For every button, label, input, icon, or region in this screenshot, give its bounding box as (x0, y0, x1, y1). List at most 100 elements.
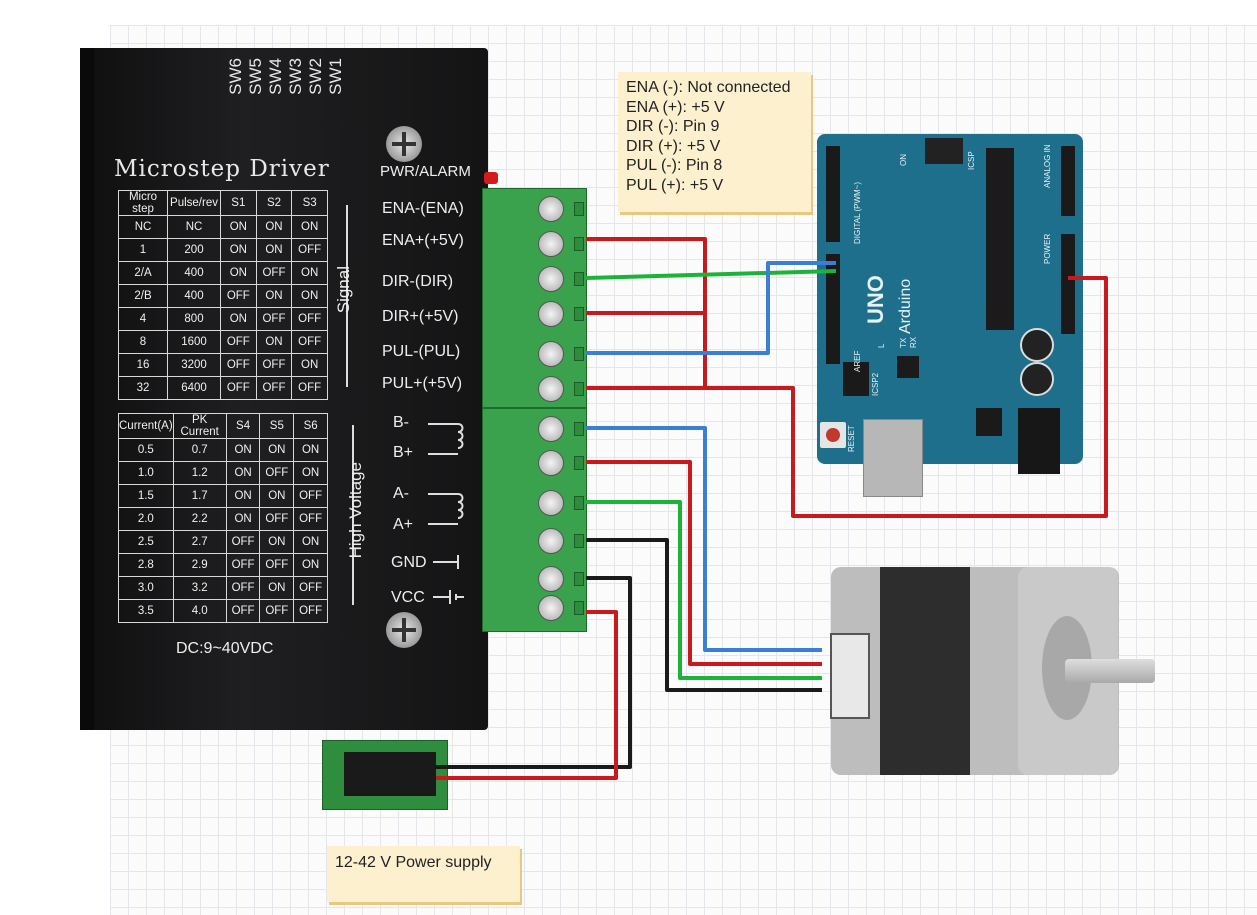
terminal-screw-icon[interactable] (538, 266, 564, 292)
table-cell: ON (293, 438, 328, 462)
table-cell: ON (255, 330, 293, 354)
table-cell: ON (225, 438, 261, 462)
dc-jack-arduino[interactable] (1018, 408, 1060, 474)
power-jack-barrel[interactable] (344, 752, 436, 796)
table-cell: 4.0 (172, 599, 227, 623)
table-cell: OFF (259, 599, 295, 623)
pin-label-ena-minus: ENA-(ENA) (382, 200, 464, 217)
table-cell: 200 (167, 238, 221, 262)
terminal-screw-icon[interactable] (538, 231, 564, 257)
terminal-slot (574, 202, 584, 216)
pin-label-pul-plus: PUL+(+5V) (382, 375, 463, 392)
power-note: 12-42 V Power supply (327, 846, 520, 902)
table-cell: 0.7 (172, 438, 227, 462)
table-cell: 2.5 (118, 530, 174, 554)
dc-range-label: DC:9~40VDC (176, 640, 274, 657)
wire-gnd (436, 576, 632, 769)
arduino-uno-board: UNO Arduino DIGITAL (PWM~) ANALOG IN POW… (817, 134, 1083, 464)
analog-header (1061, 146, 1075, 216)
table-cell: ON (259, 438, 295, 462)
table-cell: 1.5 (118, 484, 174, 508)
motor-stator (880, 567, 970, 775)
pin-label-gnd: GND (391, 554, 427, 571)
pwr-alarm-label: PWR/ALARM (380, 163, 471, 180)
table-cell: ON (291, 353, 328, 377)
connection-note: ENA (-): Not connected ENA (+): +5 V DIR… (618, 72, 811, 212)
note-line: DIR (+): +5 V (626, 137, 721, 155)
table-cell: 0.5 (118, 438, 174, 462)
table-cell: OFF (220, 376, 257, 400)
table-header-cell: S1 (220, 190, 257, 216)
table-cell: OFF (259, 507, 295, 531)
digital-header-upper (826, 146, 840, 242)
table-cell: OFF (291, 238, 328, 262)
table-cell: OFF (291, 376, 328, 400)
terminal-screw-icon[interactable] (538, 450, 564, 476)
terminal-screw-icon[interactable] (538, 301, 564, 327)
pin-label-a-plus: A+ (393, 516, 414, 533)
table-header-cell: Current(A) (118, 413, 174, 439)
table-cell: 2.0 (118, 507, 174, 531)
table-cell: OFF (293, 599, 328, 623)
terminal-screw-icon[interactable] (538, 376, 564, 402)
table-cell: ON (255, 238, 293, 262)
wire-a-plus (586, 538, 822, 692)
table-header-cell: S2 (255, 190, 293, 216)
table-cell: OFF (220, 284, 257, 308)
table-cell: OFF (259, 553, 295, 577)
terminal-screw-icon[interactable] (538, 528, 564, 554)
terminal-screw-icon[interactable] (538, 566, 564, 592)
table-cell: ON (225, 461, 261, 485)
pin-label-dir-plus: DIR+(+5V) (382, 308, 459, 325)
hv-bracket (352, 425, 354, 605)
table-cell: OFF (255, 353, 293, 377)
table-cell: 2.2 (172, 507, 227, 531)
usb-port[interactable] (863, 419, 923, 497)
table-header-cell: S6 (293, 413, 328, 439)
wire-pul-minus (586, 261, 836, 355)
table-header-cell: Micro step (118, 190, 168, 216)
terminal-slot (574, 422, 584, 436)
table-cell: 6400 (167, 376, 221, 400)
coil-symbols-icon (428, 423, 464, 604)
screw-icon (386, 126, 422, 162)
terminal-screw-icon[interactable] (538, 490, 564, 516)
terminal-slot (574, 601, 584, 615)
terminal-screw-icon[interactable] (538, 595, 564, 621)
terminal-slot (574, 456, 584, 470)
wire-b-minus (586, 426, 822, 652)
table-cell: 1.2 (172, 461, 227, 485)
table-cell: 1.7 (172, 484, 227, 508)
terminal-slot (574, 272, 584, 286)
capacitor-icon (1020, 328, 1054, 362)
note-line: DIR (-): Pin 9 (626, 118, 720, 135)
table-cell: OFF (220, 330, 257, 354)
table-cell: ON (225, 484, 261, 508)
pin-label-pul-minus: PUL-(PUL) (382, 343, 461, 360)
terminal-screw-icon[interactable] (538, 416, 564, 442)
table-cell: 2.9 (172, 553, 227, 577)
driver-title: Microstep Driver (114, 156, 330, 182)
terminal-slot (574, 496, 584, 510)
table-header-cell: PK Current (172, 413, 227, 439)
reset-button[interactable] (820, 422, 846, 448)
wire-ena-plus (586, 237, 707, 388)
pin-label-a-minus: A- (393, 485, 409, 502)
terminal-screw-icon[interactable] (538, 341, 564, 367)
table-cell: 800 (167, 307, 221, 331)
table-cell: NC (118, 215, 168, 239)
table-cell: OFF (255, 261, 293, 285)
terminal-slot (574, 347, 584, 361)
terminal-screw-icon[interactable] (538, 196, 564, 222)
